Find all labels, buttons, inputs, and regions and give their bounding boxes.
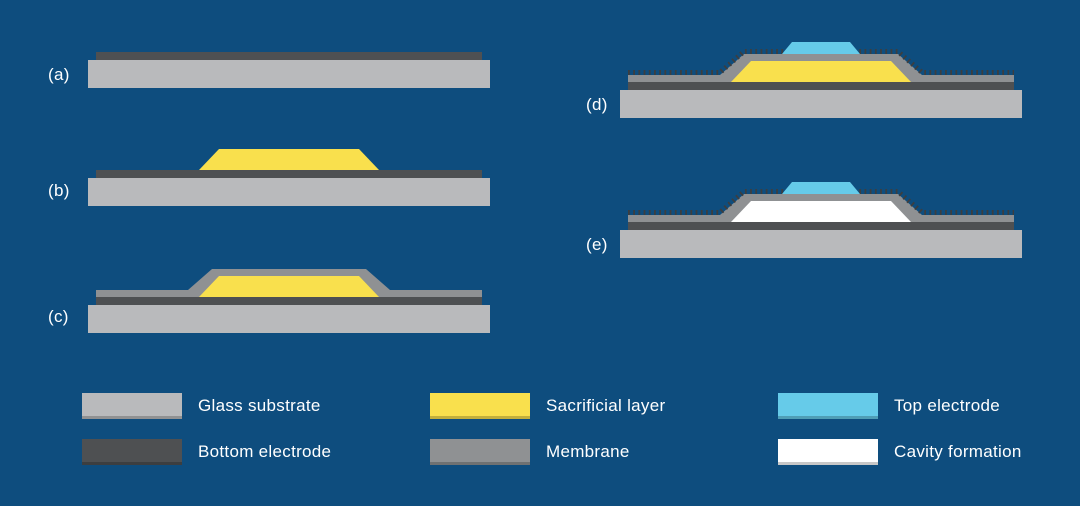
sacrificial-layer-shape bbox=[199, 149, 379, 170]
top-electrode-shape bbox=[782, 182, 860, 194]
top-electrode-shape bbox=[782, 42, 860, 54]
glass-substrate-layer bbox=[620, 230, 1022, 258]
sacrificial-layer-swatch bbox=[430, 393, 530, 419]
legend-label: Membrane bbox=[546, 442, 630, 461]
cavity-shape bbox=[731, 201, 911, 222]
legend-item-top-electrode: Top electrode bbox=[778, 393, 1000, 419]
legend-label: Bottom electrode bbox=[198, 442, 332, 461]
bottom-electrode-swatch bbox=[82, 439, 182, 465]
bottom-electrode-layer bbox=[628, 82, 1014, 90]
sacrificial-layer-shape bbox=[199, 276, 379, 297]
step-label-d: (d) bbox=[586, 95, 608, 114]
membrane-swatch bbox=[430, 439, 530, 465]
top-electrode-swatch bbox=[778, 393, 878, 419]
legend-label: Sacrificial layer bbox=[546, 396, 666, 415]
glass-substrate-layer bbox=[620, 90, 1022, 118]
step-diagram-c bbox=[88, 269, 490, 333]
step-label-c: (c) bbox=[48, 307, 69, 326]
legend-label: Glass substrate bbox=[198, 396, 321, 415]
legend-item-glass-substrate: Glass substrate bbox=[82, 393, 321, 419]
legend-label: Top electrode bbox=[894, 396, 1000, 415]
glass-substrate-layer bbox=[88, 60, 490, 88]
step-label-e: (e) bbox=[586, 235, 608, 254]
step-diagram-d bbox=[620, 42, 1022, 118]
step-diagram-e bbox=[620, 182, 1022, 258]
bottom-electrode-layer bbox=[96, 297, 482, 305]
step-diagram-b bbox=[88, 149, 490, 206]
cavity-formation-swatch bbox=[778, 439, 878, 465]
glass-substrate-layer bbox=[88, 178, 490, 206]
step-diagram-a bbox=[88, 52, 490, 88]
glass-substrate-swatch bbox=[82, 393, 182, 419]
bottom-electrode-layer bbox=[96, 52, 482, 60]
legend-item-cavity-formation: Cavity formation bbox=[778, 439, 1022, 465]
bottom-electrode-layer bbox=[96, 170, 482, 178]
step-label-a: (a) bbox=[48, 65, 70, 84]
step-label-b: (b) bbox=[48, 181, 70, 200]
sacrificial-layer-shape bbox=[731, 61, 911, 82]
glass-substrate-layer bbox=[88, 305, 490, 333]
legend-item-bottom-electrode: Bottom electrode bbox=[82, 439, 331, 465]
legend-item-membrane: Membrane bbox=[430, 439, 630, 465]
legend-item-sacrificial-layer: Sacrificial layer bbox=[430, 393, 665, 419]
legend-label: Cavity formation bbox=[894, 442, 1022, 461]
bottom-electrode-layer bbox=[628, 222, 1014, 230]
